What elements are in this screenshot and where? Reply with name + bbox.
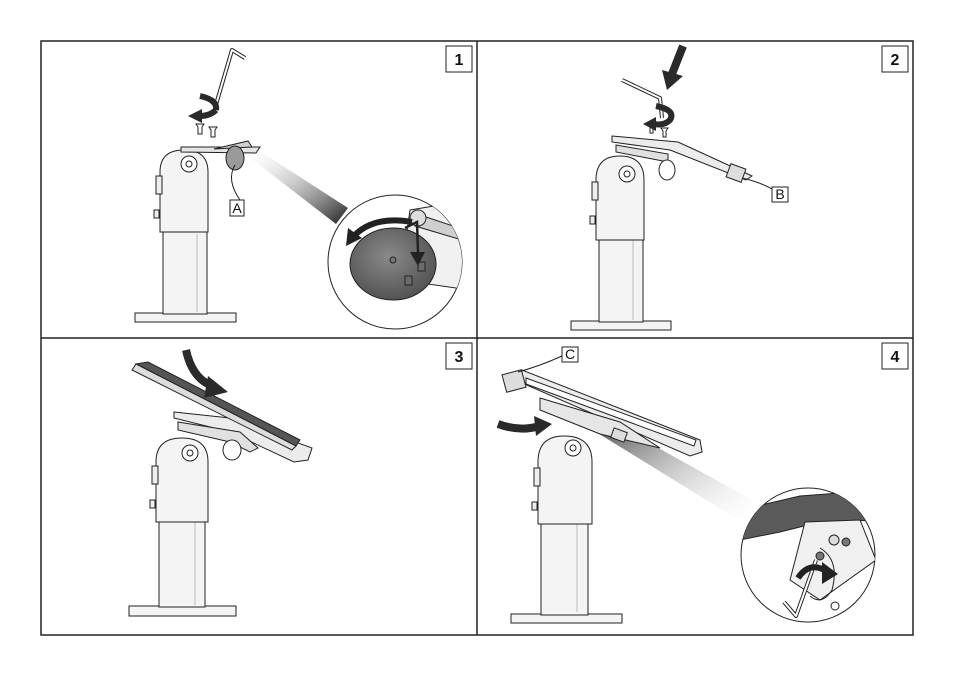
pivot-knob xyxy=(619,166,635,182)
rotate-arrow-icon xyxy=(188,96,216,123)
callout-label-c: C xyxy=(565,346,575,362)
rotate-arrow-icon xyxy=(643,106,671,131)
callout-label-a: A xyxy=(232,200,242,216)
callout-leader-c xyxy=(518,356,562,372)
pivot-knob xyxy=(565,440,581,456)
step-number: 1 xyxy=(455,52,464,69)
step-number: 2 xyxy=(891,52,900,69)
stand-pole xyxy=(159,520,205,607)
rotation-disc xyxy=(226,146,244,170)
pivot-knob xyxy=(181,156,197,172)
stand-pole xyxy=(599,238,643,322)
hex-key-icon xyxy=(622,80,662,118)
panel-step-2: B 2 xyxy=(571,46,908,330)
push-arrow-icon xyxy=(498,416,552,436)
callout-label-b: B xyxy=(775,186,784,202)
step-number: 3 xyxy=(455,349,464,366)
stand-pole xyxy=(541,522,588,615)
lock-bracket xyxy=(502,370,526,393)
zoom-beam xyxy=(240,146,348,224)
panel-step-4: C 4 xyxy=(498,343,908,623)
down-arrow-icon xyxy=(662,46,683,90)
pivot-knob xyxy=(182,445,198,461)
panel-step-1: A 1 xyxy=(135,46,472,329)
step-number: 4 xyxy=(891,349,900,366)
panel-step-3: 3 xyxy=(129,343,472,616)
stand-head xyxy=(596,156,644,240)
stand-pole xyxy=(163,232,207,314)
screw-icon xyxy=(196,124,217,137)
